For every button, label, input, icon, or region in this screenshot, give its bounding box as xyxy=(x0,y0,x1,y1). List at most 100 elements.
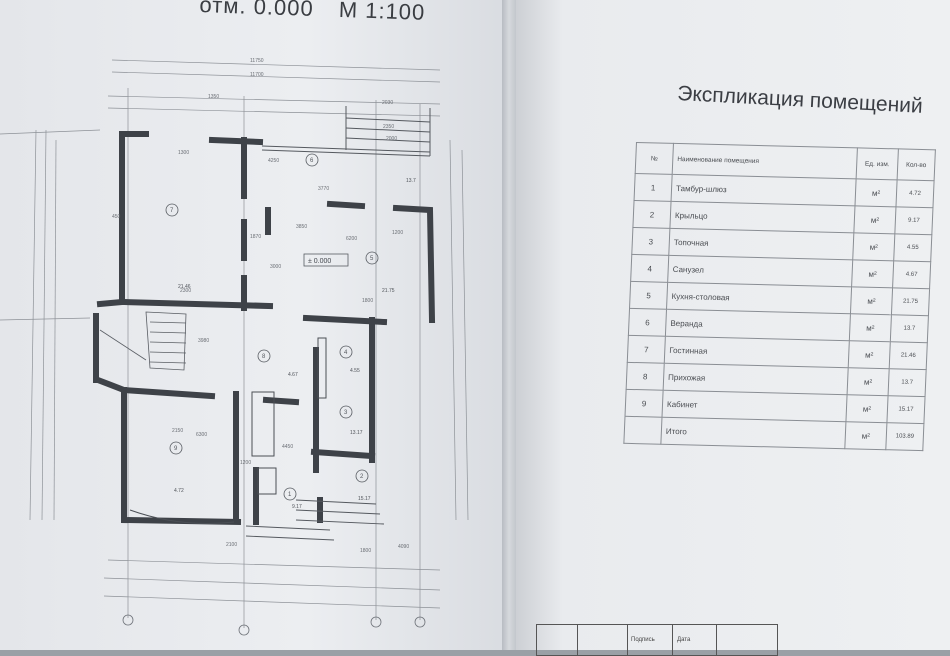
room-area: 13.17 xyxy=(350,430,363,436)
dimension-label: 1350 xyxy=(208,94,219,100)
veranda-railing xyxy=(261,106,431,157)
stamp-cell xyxy=(537,625,578,655)
header-qty: Кол-во xyxy=(897,148,936,181)
header-name: Наименование помещения xyxy=(672,143,858,179)
dimension-label: 4090 xyxy=(398,544,409,550)
page-spine xyxy=(502,0,516,650)
dimension-label: 4250 xyxy=(268,158,279,164)
row-unit: м² xyxy=(854,178,898,207)
dimension-label: 1800 xyxy=(362,298,373,304)
row-no: 2 xyxy=(632,200,672,229)
room-number: 7 xyxy=(170,208,174,214)
room-number: 5 xyxy=(370,256,374,262)
row-no xyxy=(623,416,662,445)
header-no: № xyxy=(635,142,674,175)
row-name: Итого xyxy=(660,417,846,449)
row-qty: 4.67 xyxy=(892,260,931,289)
room-area: 13.7 xyxy=(406,178,416,184)
dimension-label: 4450 xyxy=(282,444,293,450)
dimension-label: 1200 xyxy=(240,460,251,466)
dimension-label: 6300 xyxy=(196,432,207,438)
room-markers xyxy=(165,153,379,501)
room-area: 15.17 xyxy=(358,496,371,502)
right-page xyxy=(510,0,950,650)
row-unit: м² xyxy=(847,367,890,396)
row-no: 3 xyxy=(631,227,670,256)
row-no: 1 xyxy=(634,173,673,202)
dimension-label: 3000 xyxy=(270,264,281,270)
dimension-label: 2030 xyxy=(382,100,393,106)
window-frames xyxy=(129,337,327,524)
row-qty: 9.17 xyxy=(894,206,933,235)
room-area: 4.67 xyxy=(288,372,298,378)
room-area: 4.55 xyxy=(350,368,360,374)
room-number: 6 xyxy=(310,158,314,164)
dimension-label: 2350 xyxy=(383,124,394,130)
dimension-label: 3980 xyxy=(198,338,209,344)
dimension-label: 3770 xyxy=(318,186,329,192)
row-qty: 4.55 xyxy=(893,233,932,262)
row-unit: м² xyxy=(850,286,893,315)
stair xyxy=(99,311,187,371)
header-unit: Ед. изм. xyxy=(856,147,899,180)
dimension-label: 1800 xyxy=(360,548,371,554)
row-no: 8 xyxy=(626,362,665,391)
floor-level-mark: ± 0.000 xyxy=(308,258,331,265)
room-numbers: 7 6 5 8 4 3 2 1 9 xyxy=(170,158,374,498)
room-number: 4 xyxy=(344,350,348,356)
row-qty: 13.7 xyxy=(890,314,929,343)
dimension-label: 2150 xyxy=(172,428,183,434)
row-unit: м² xyxy=(848,340,891,369)
room-area: 4.72 xyxy=(174,488,184,494)
row-unit: м² xyxy=(851,259,894,288)
dimension-label: 450 xyxy=(112,214,121,220)
porch-steps xyxy=(245,499,385,541)
dimension-label: 2100 xyxy=(226,542,237,548)
dimension-label: 2000 xyxy=(386,136,397,142)
row-qty: 103.89 xyxy=(885,422,924,451)
row-no: 6 xyxy=(628,308,667,337)
row-no: 9 xyxy=(625,389,664,418)
row-no: 5 xyxy=(629,281,668,310)
walls xyxy=(93,131,436,526)
row-qty: 21.75 xyxy=(891,287,930,316)
floor-plan-drawing: 7 6 5 8 4 3 2 1 9 21.46 21.75 13.7 4.67 4.55 13.17 15.… xyxy=(0,58,469,636)
room-area: 21.75 xyxy=(382,288,395,294)
axis-markers xyxy=(122,614,426,636)
room-area: 9.17 xyxy=(292,504,302,510)
stamp-cell xyxy=(577,625,628,655)
room-number: 8 xyxy=(262,354,266,360)
room-areas: 21.46 21.75 13.7 4.67 4.55 13.17 15.17 9.17 4.72 xyxy=(174,178,416,510)
dimension-label: 11700 xyxy=(250,72,264,78)
row-qty: 21.46 xyxy=(889,341,928,370)
row-unit: м² xyxy=(853,205,896,234)
dimension-label: 1200 xyxy=(392,230,403,236)
dimension-label: 6200 xyxy=(346,236,357,242)
dimension-label: 3850 xyxy=(296,224,307,230)
left-page xyxy=(0,0,510,650)
dimension-lines xyxy=(0,59,469,628)
room-area: 21.46 xyxy=(178,284,191,290)
row-qty: 4.72 xyxy=(895,179,935,208)
row-qty: 15.17 xyxy=(886,395,926,424)
row-unit: м² xyxy=(852,232,895,261)
stamp-date: Дата xyxy=(673,625,717,655)
row-unit: м² xyxy=(845,394,889,423)
dimension-label: 1300 xyxy=(178,150,189,156)
row-unit: м² xyxy=(849,313,892,342)
title-block-stamp: Подпись Дата xyxy=(536,624,778,656)
row-qty: 13.7 xyxy=(888,368,927,397)
row-unit: м² xyxy=(844,421,887,450)
row-no: 4 xyxy=(630,254,669,283)
dimension-labels: 1175011700135013002030200023502300377062… xyxy=(112,58,409,554)
room-number: 3 xyxy=(344,410,348,416)
row-no: 7 xyxy=(627,335,666,364)
room-number: 9 xyxy=(174,446,178,452)
explication-table: № Наименование помещения Ед. изм. Кол-во… xyxy=(623,142,936,451)
stamp-sign: Подпись xyxy=(627,625,673,655)
dimension-label: 2300 xyxy=(180,288,191,294)
dimension-label: 1870 xyxy=(250,234,261,240)
dimension-label: 11750 xyxy=(250,58,264,64)
room-number: 1 xyxy=(288,492,292,498)
room-number: 2 xyxy=(360,474,364,480)
